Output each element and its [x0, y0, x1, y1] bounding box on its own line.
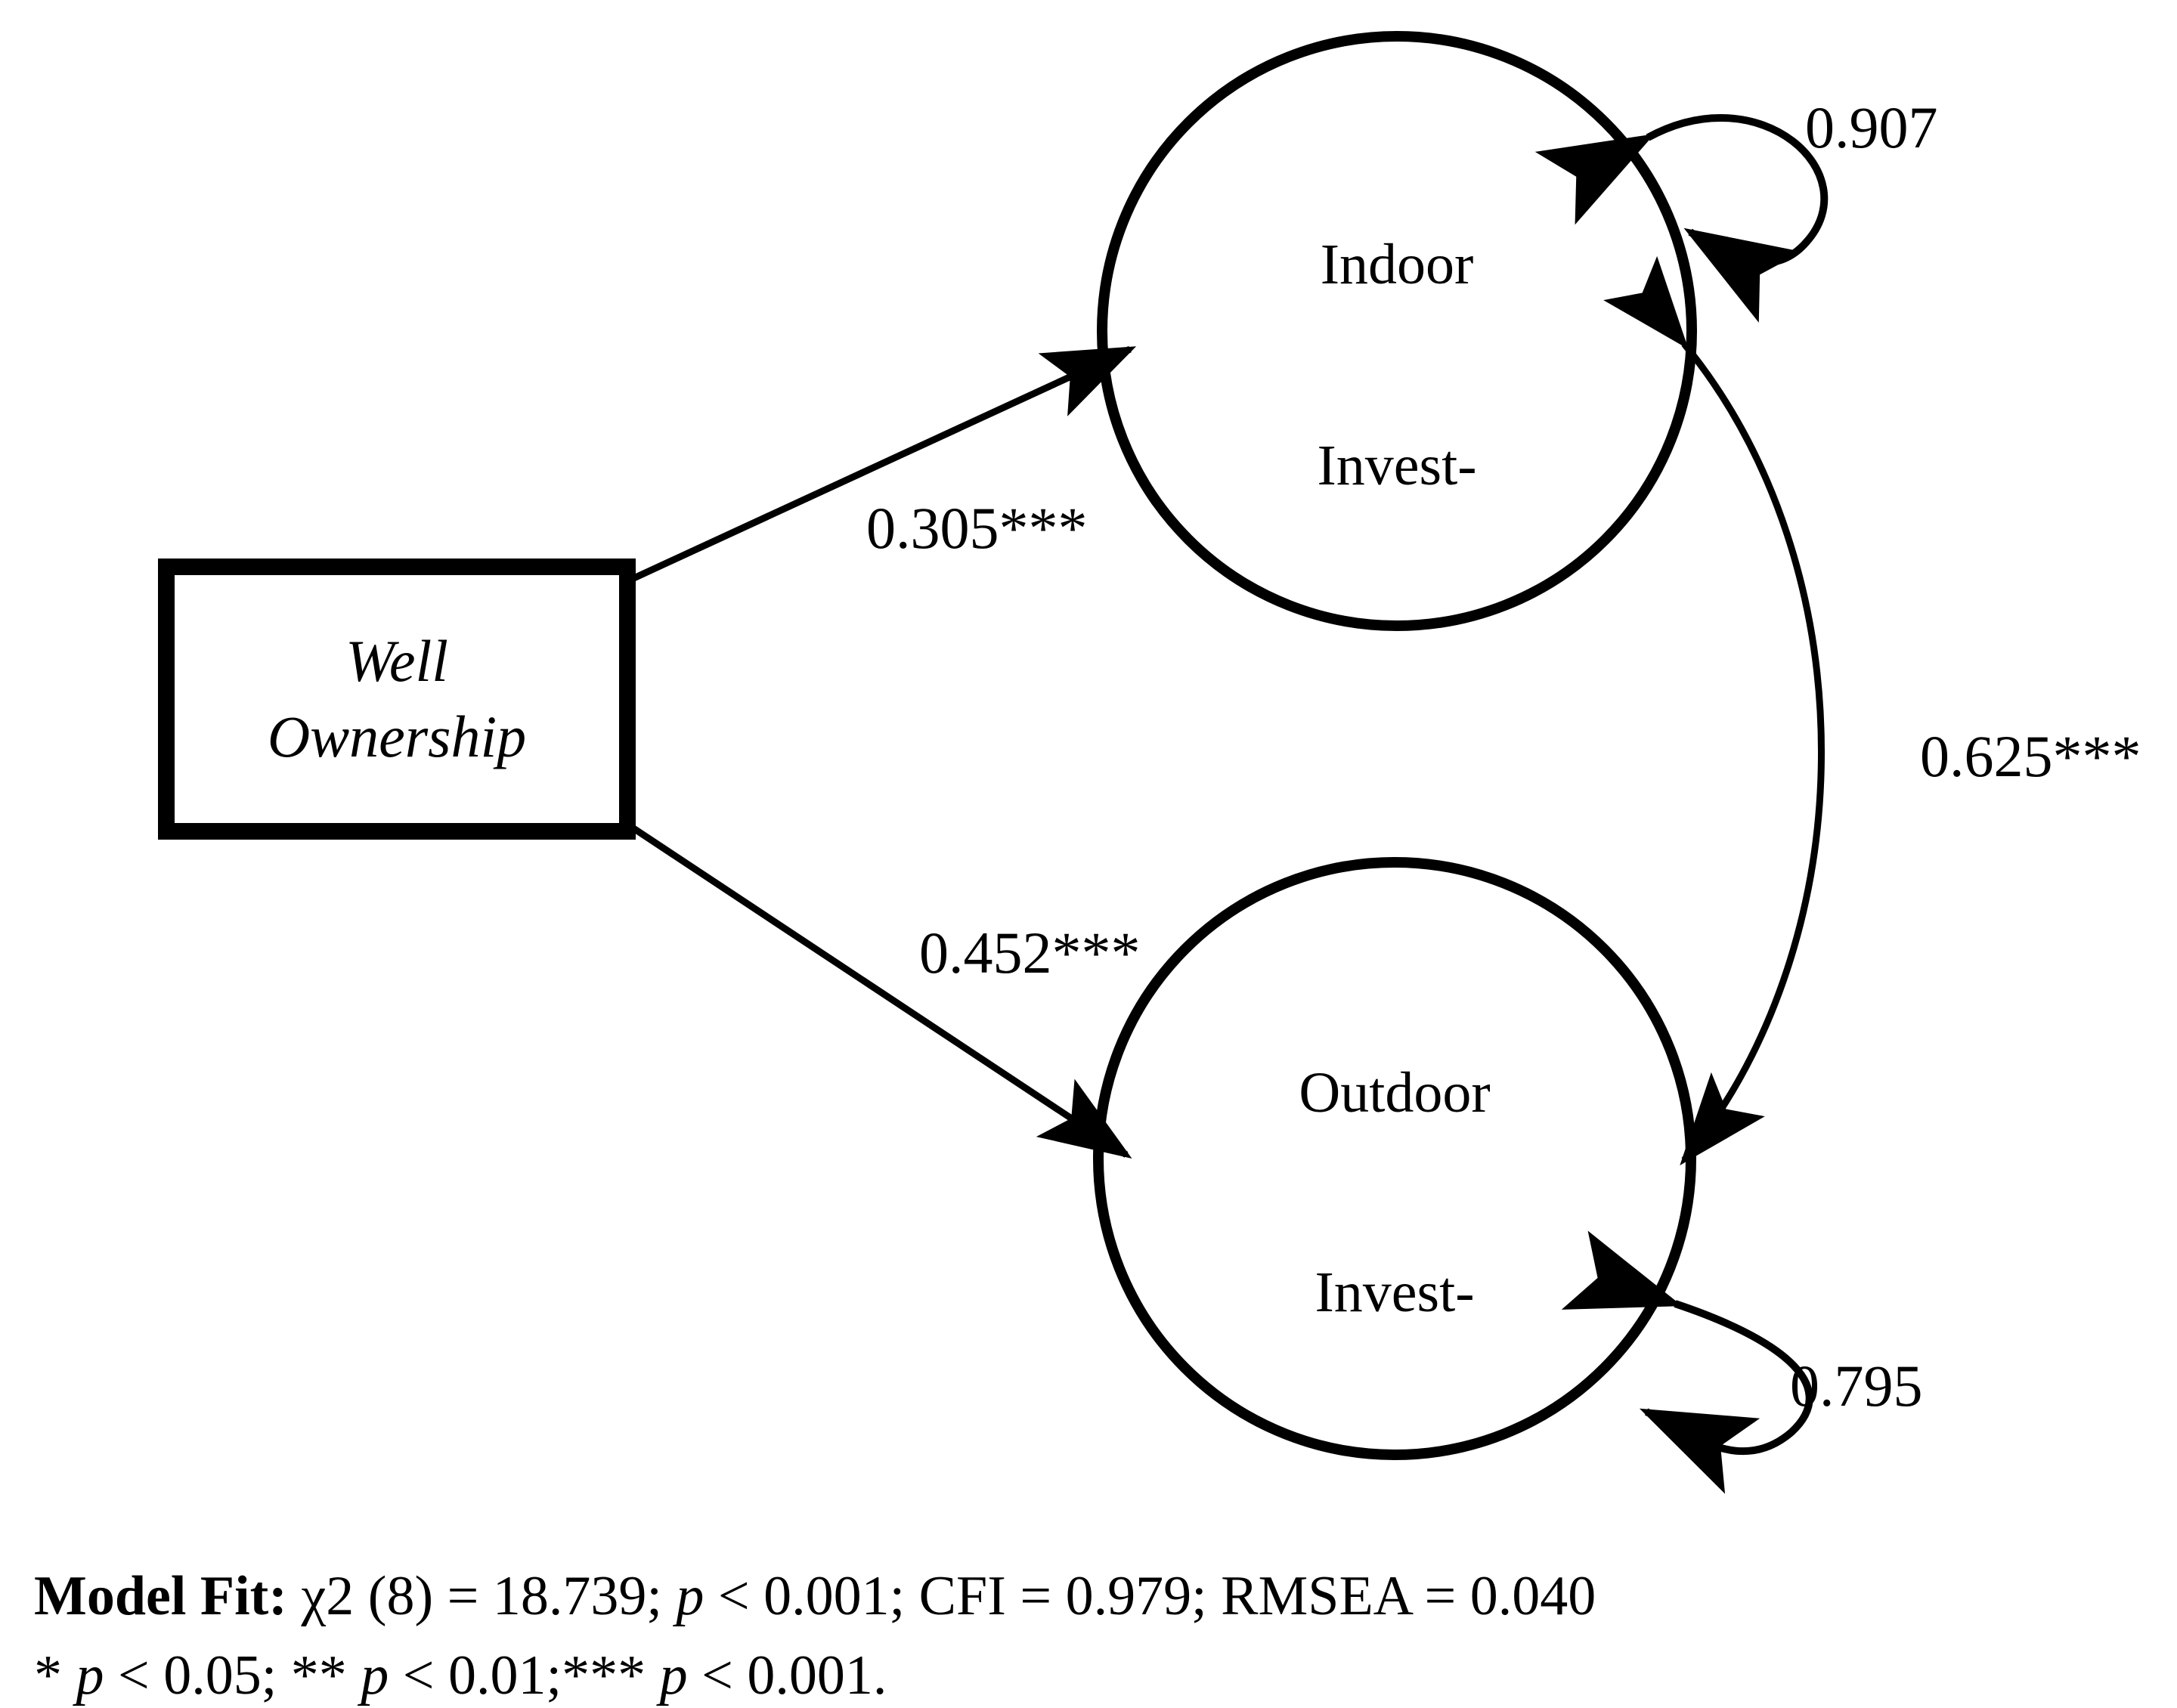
edge-label-well-to-indoor: 0.305*** [866, 495, 1088, 561]
well-ownership-box[interactable] [158, 559, 636, 840]
model-fit-stats: χ2 (8) = 18.739; [286, 1565, 677, 1627]
sig-star-2: ** [290, 1645, 361, 1707]
sig-rest-2: < 0.01; [389, 1645, 562, 1707]
sig-p-3: p [659, 1645, 688, 1707]
edge-label-indoor-residual: 0.907 [1805, 94, 1938, 160]
sig-rest-1: < 0.05; [104, 1645, 291, 1707]
indoor-investment-circle[interactable] [1097, 31, 1697, 631]
figure-footer: Model Fit: χ2 (8) = 18.739; p < 0.001; C… [34, 1557, 2075, 1708]
path-arrow-well-to-indoor [627, 345, 1137, 584]
edge-label-outdoor-residual: 0.795 [1790, 1353, 1923, 1419]
well-ownership-line-1: Well [345, 628, 448, 695]
outdoor-investment-circle[interactable] [1093, 857, 1696, 1460]
model-fit-p-rest: < 0.001; CFI = 0.979; RMSEA = 0.040 [704, 1565, 1596, 1627]
edge-label-well-to-outdoor: 0.452*** [919, 920, 1141, 986]
model-fit-line: Model Fit: χ2 (8) = 18.739; p < 0.001; C… [34, 1557, 2075, 1636]
well-ownership-line-2: Ownership [267, 704, 527, 769]
model-fit-label: Model Fit: [34, 1565, 287, 1627]
sig-star-3: *** [562, 1645, 660, 1707]
self-loop-outdoor-residual [1561, 1230, 1813, 1494]
sig-p-1: p [76, 1645, 104, 1707]
path-arrow-well-to-outdoor [627, 822, 1132, 1159]
covariance-arc-indoor-outdoor [1603, 255, 1825, 1165]
edge-label-covariance: 0.625*** [1920, 723, 2141, 789]
sig-rest-3: < 0.001. [687, 1645, 887, 1707]
significance-legend-line: * p < 0.05; ** p < 0.01;*** p < 0.001. [34, 1636, 2075, 1708]
sig-star-1: * [34, 1645, 76, 1707]
well-ownership-label: Well Ownership [166, 567, 627, 831]
self-loop-indoor-residual [1534, 113, 1829, 323]
model-fit-p-symbol: p [676, 1565, 705, 1627]
sig-p-2: p [361, 1645, 389, 1707]
